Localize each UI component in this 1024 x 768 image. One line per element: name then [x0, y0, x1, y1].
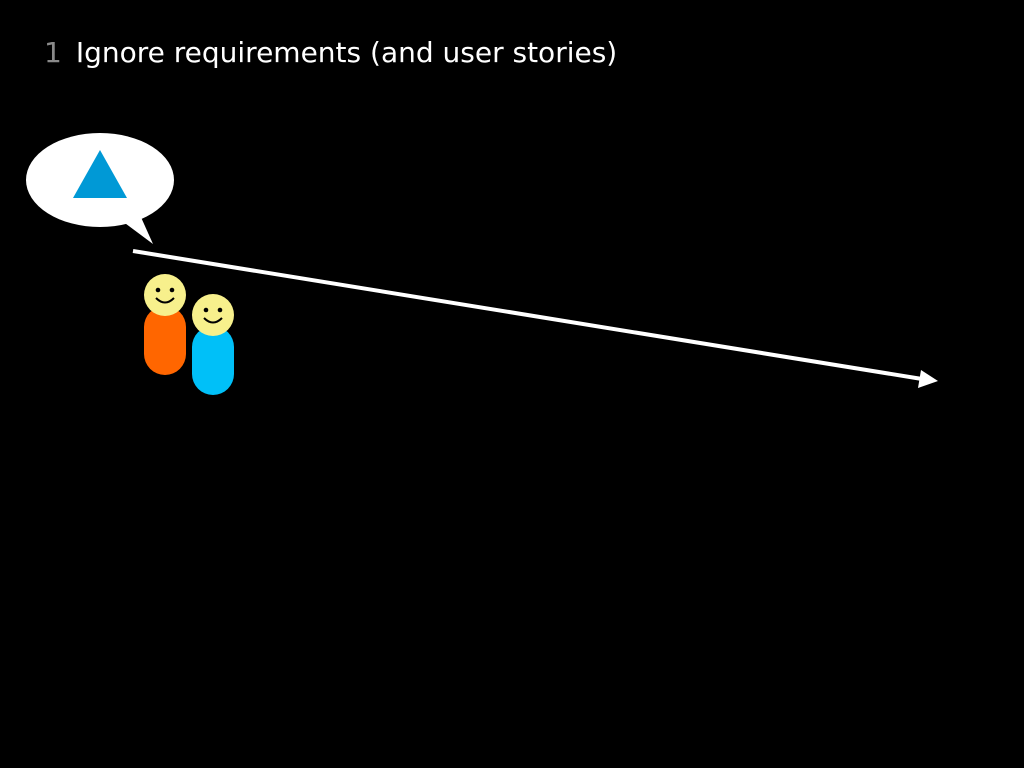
person-icon: [192, 294, 234, 395]
slide-title: Ignore requirements (and user stories): [75, 36, 618, 69]
person-icon: [144, 274, 186, 375]
slide-heading: 1 Ignore requirements (and user stories): [44, 33, 617, 73]
triangle-icon: [73, 150, 127, 198]
slide-number: 1: [44, 36, 62, 69]
arrow-right-icon: [132, 249, 938, 388]
